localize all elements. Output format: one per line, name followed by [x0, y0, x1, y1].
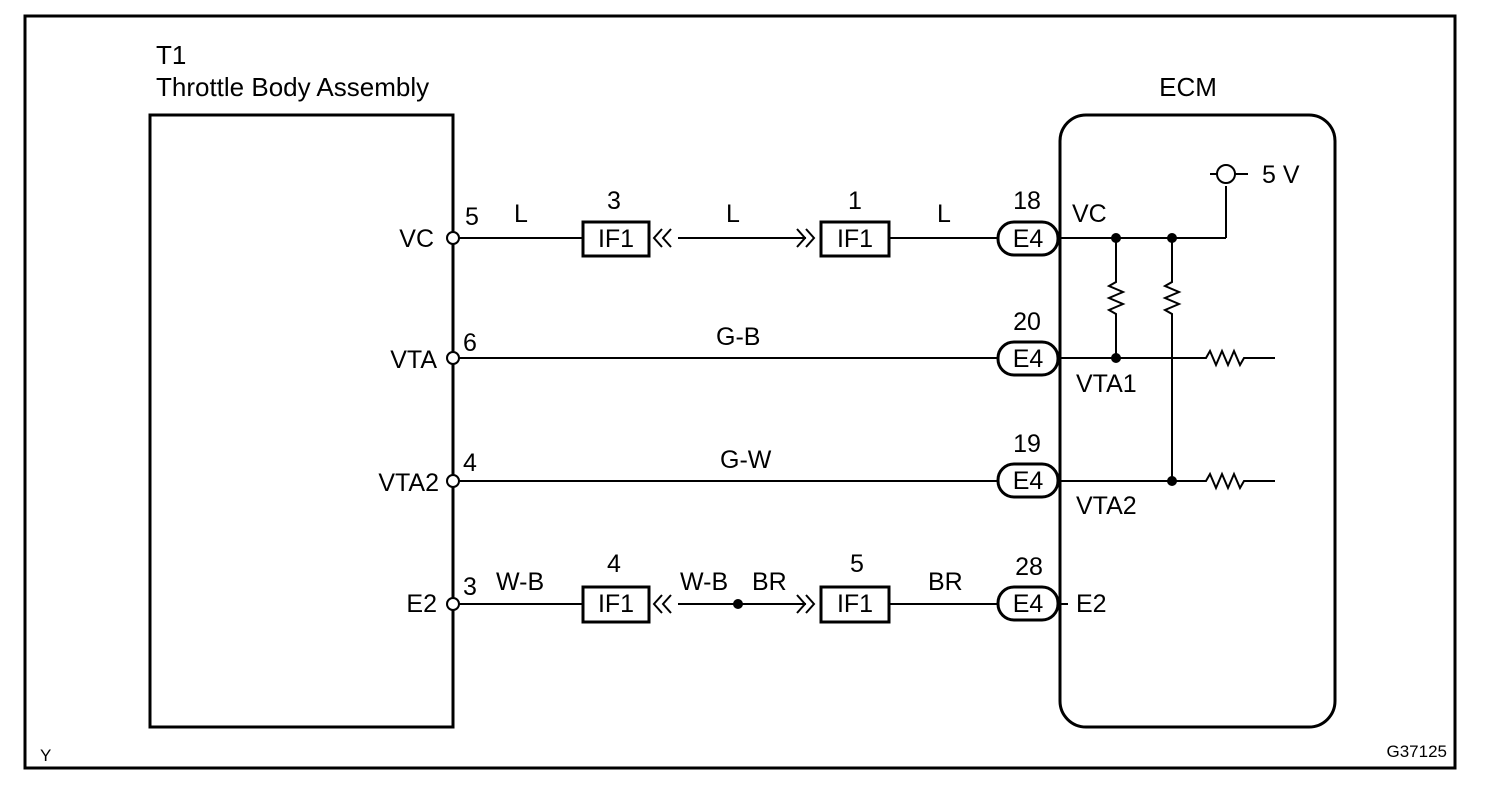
junction-if1-1-box — [819, 220, 891, 258]
pin-vta2-number: 4 — [463, 449, 477, 477]
junction-if1-4-label: IF1 — [598, 590, 634, 618]
wire-color-vc-2: L — [726, 200, 740, 228]
ecm-label-vta1: VTA1 — [1076, 370, 1137, 398]
pin-vta-number: 6 — [463, 329, 477, 357]
node-dot — [1167, 476, 1177, 486]
node-dot — [1167, 233, 1177, 243]
connector-female-icon — [652, 594, 672, 614]
corner-mark: Y — [40, 746, 51, 765]
connector-female-icon — [652, 228, 672, 248]
pin-vc-number: 5 — [465, 203, 479, 231]
wire-color-e2-3: BR — [752, 568, 787, 596]
junction-if1-1-number: 1 — [848, 187, 862, 215]
ecm-connector-vta1-label: E4 — [1013, 345, 1044, 373]
throttle-body-box — [148, 113, 455, 729]
ecm-label-e2: E2 — [1076, 590, 1107, 618]
pin-e2-label: E2 — [406, 590, 437, 618]
pin-e2-terminal — [446, 597, 460, 611]
connector-male-icon — [796, 228, 816, 248]
supply-terminal-icon — [1216, 164, 1236, 184]
junction-if1-5-number: 5 — [850, 550, 864, 578]
ecm-terminal-vc-number: 18 — [1013, 187, 1041, 215]
splice-point — [733, 599, 743, 609]
ecm-title: ECM — [1159, 72, 1217, 102]
pin-vta2-terminal — [446, 474, 460, 488]
ecm-terminal-vta2-number: 19 — [1013, 430, 1041, 458]
node-dot — [1111, 353, 1121, 363]
diagram-code: G37125 — [1387, 742, 1448, 761]
ecm-connector-vc-label: E4 — [1013, 225, 1044, 253]
pin-vc-terminal — [446, 231, 460, 245]
junction-if1-3-number: 3 — [607, 187, 621, 215]
pin-vta-terminal — [446, 351, 460, 365]
wire-color-vta2: G-W — [720, 446, 772, 474]
diagram-frame — [23, 14, 1457, 770]
ecm-label-vta2: VTA2 — [1076, 492, 1137, 520]
junction-if1-5-label: IF1 — [837, 590, 873, 618]
ecm-label-vc: VC — [1072, 200, 1107, 228]
pin-e2-number: 3 — [463, 573, 477, 601]
junction-if1-1-label: IF1 — [837, 225, 873, 253]
wire-color-e2-2: W-B — [680, 568, 728, 596]
wire-color-vc-3: L — [937, 200, 951, 228]
junction-if1-5-box — [819, 585, 891, 624]
pin-vta-label: VTA — [390, 346, 437, 374]
ecm-box — [1058, 113, 1337, 729]
wire-color-vc-1: L — [514, 200, 528, 228]
junction-if1-3-box — [581, 220, 651, 258]
ecm-connector-e2-label: E4 — [1013, 590, 1044, 618]
junction-if1-3-label: IF1 — [598, 225, 634, 253]
input-resistor-vta1-icon — [1058, 348, 1275, 368]
node-dot — [1111, 233, 1121, 243]
wire-color-vta: G-B — [716, 323, 760, 351]
ecm-terminal-e2-number: 28 — [1015, 553, 1043, 581]
junction-if1-4-number: 4 — [607, 550, 621, 578]
component-name: Throttle Body Assembly — [156, 72, 429, 102]
pullup-resistor-vta2-icon — [1162, 238, 1182, 481]
ecm-terminal-vta1-number: 20 — [1013, 308, 1041, 336]
junction-if1-4-box — [581, 585, 651, 624]
input-resistor-vta2-icon — [1058, 471, 1275, 491]
wire-color-e2-4: BR — [928, 568, 963, 596]
wire-color-e2-1: W-B — [496, 568, 544, 596]
component-id: T1 — [156, 40, 186, 70]
connector-male-icon — [796, 594, 816, 614]
ecm-supply-voltage: 5 V — [1262, 161, 1300, 189]
pin-vc-label: VC — [399, 225, 434, 253]
ecm-connector-vta2-label: E4 — [1013, 467, 1044, 495]
pin-vta2-label: VTA2 — [378, 469, 439, 497]
pullup-resistor-vta1-icon — [1106, 238, 1126, 358]
